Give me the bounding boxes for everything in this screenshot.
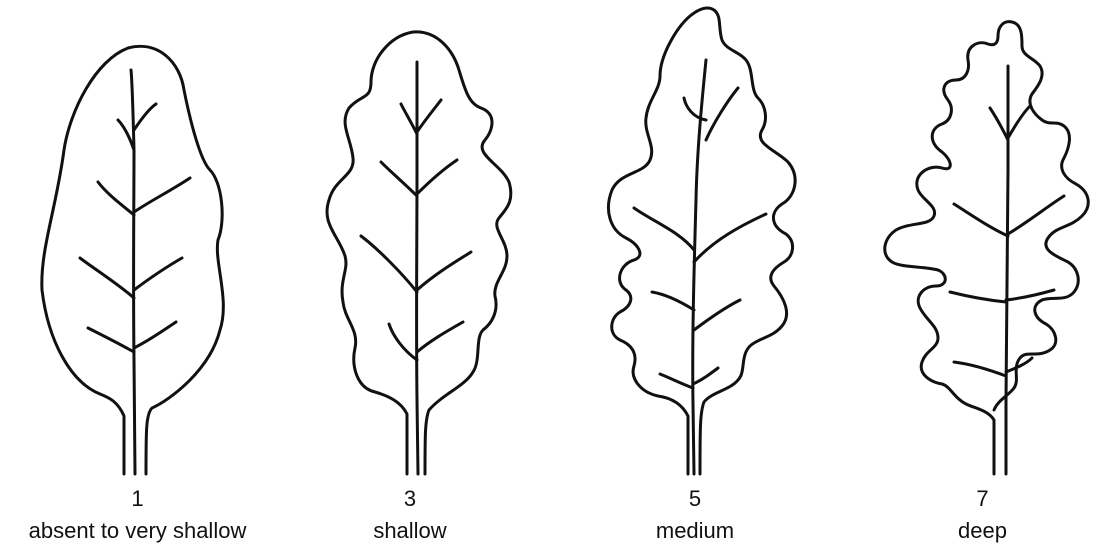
leaf-panel-7: 7 deep <box>870 0 1095 554</box>
leaf-panel-3: 3 shallow <box>305 0 515 554</box>
leaf-7-vein <box>1008 106 1030 138</box>
leaf-3-vein <box>401 104 417 134</box>
leaf-1-label: absent to very shallow <box>0 518 275 544</box>
leaf-panel-5: 5 medium <box>590 0 800 554</box>
leaf-5-outline <box>608 8 795 474</box>
leaf-7-vein <box>954 204 1008 236</box>
leaf-1-vein <box>134 258 182 290</box>
leaf-1-drawing <box>0 0 275 490</box>
leaf-7-label: deep <box>870 518 1095 544</box>
leaf-3-vein <box>417 322 463 352</box>
leaf-1-vein <box>134 104 156 130</box>
leaf-1-vein <box>80 258 134 298</box>
leaf-7-vein <box>1008 196 1064 234</box>
leaf-7-number: 7 <box>870 486 1095 512</box>
leaf-5-vein <box>660 374 693 388</box>
leaf-5-midrib <box>693 60 706 474</box>
leaf-5-vein <box>694 300 740 330</box>
leaf-3-vein <box>389 324 417 360</box>
leaf-3-vein <box>361 236 417 292</box>
leaf-1-vein <box>134 322 176 348</box>
leaf-1-vein <box>134 178 190 212</box>
leaf-1-vein <box>98 182 134 215</box>
leaf-3-vein <box>417 252 471 290</box>
leaf-5-vein <box>693 368 718 384</box>
leaf-7-outline <box>885 22 1088 474</box>
leaf-7-vein <box>950 292 1006 302</box>
leaf-panel-1: 1 absent to very shallow <box>0 0 275 554</box>
leaf-1-number: 1 <box>0 486 275 512</box>
leaf-1-vein <box>118 120 134 150</box>
leaf-5-vein <box>652 292 694 310</box>
leaf-3-outline <box>327 32 511 474</box>
leaf-3-label: shallow <box>305 518 515 544</box>
leaf-5-vein <box>694 214 766 262</box>
leaf-1-vein <box>88 328 134 352</box>
leaf-7-drawing <box>870 0 1095 490</box>
leaf-3-vein <box>417 160 457 194</box>
leaf-3-vein <box>381 162 417 196</box>
leaf-3-drawing <box>305 0 515 490</box>
leaf-5-vein <box>706 88 738 140</box>
leaf-5-drawing <box>590 0 800 490</box>
leaf-7-vein <box>990 108 1008 140</box>
leaf-3-number: 3 <box>305 486 515 512</box>
leaf-7-midrib <box>1006 66 1008 474</box>
leaf-5-number: 5 <box>590 486 800 512</box>
leaf-3-vein <box>417 100 441 132</box>
leaf-5-label: medium <box>590 518 800 544</box>
leaf-7-vein <box>954 362 1006 376</box>
leaf-5-vein <box>634 208 694 250</box>
leaf-3-midrib <box>417 62 418 474</box>
